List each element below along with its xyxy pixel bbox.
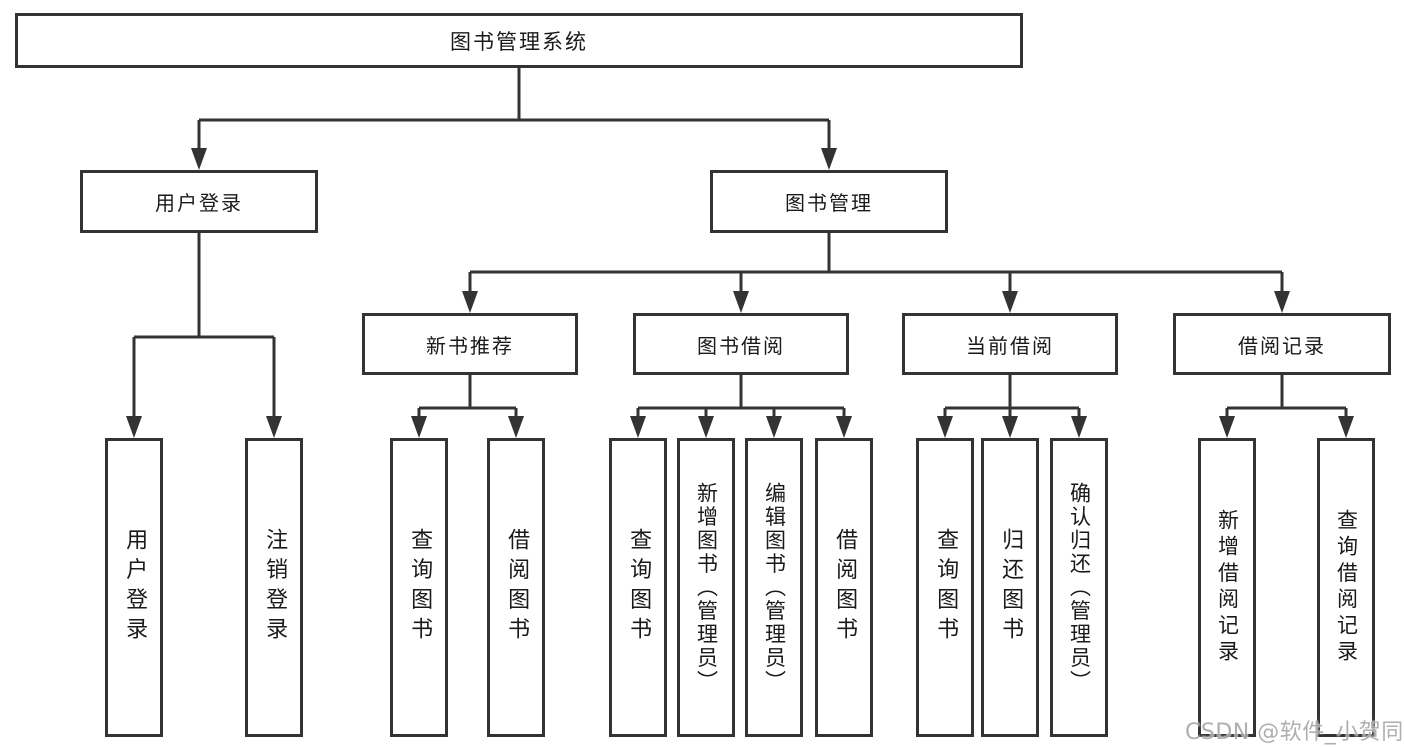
connector-user-login-branch (126, 233, 282, 438)
node-borrow-records-label: 借阅记录 (1238, 333, 1326, 358)
connector-root-branch (191, 68, 837, 170)
leaf-return-books: 归还图书 (981, 438, 1039, 737)
leaf-user-login: 用户登录 (105, 438, 163, 737)
node-current-borrow-label: 当前借阅 (966, 333, 1054, 358)
leaf-borrow-books-recommend: 借阅图书 (487, 438, 545, 737)
leaf-confirm-return-admin-label: 确认归还（管理员） (1067, 481, 1092, 694)
node-user-login: 用户登录 (80, 170, 318, 233)
leaf-borrow-books-borrow-label: 借阅图书 (832, 528, 858, 647)
connector-borrow-records-branch (1219, 375, 1354, 438)
connector-new-book-branch (411, 375, 524, 438)
leaf-borrow-books-borrow: 借阅图书 (815, 438, 873, 737)
connector-current-borrow-branch (937, 375, 1087, 438)
leaf-add-borrow-record: 新增借阅记录 (1198, 438, 1256, 737)
leaf-query-borrow-record: 查询借阅记录 (1317, 438, 1375, 737)
node-book-management-label: 图书管理 (785, 191, 873, 215)
leaf-add-books-admin-label: 新增图书（管理员） (694, 481, 719, 694)
node-user-login-label: 用户登录 (155, 191, 243, 215)
leaf-query-books-recommend: 查询图书 (390, 438, 448, 737)
leaf-logout-label: 注销登录 (262, 528, 288, 647)
leaf-edit-books-admin: 编辑图书（管理员） (745, 438, 803, 737)
node-root: 图书管理系统 (15, 13, 1023, 68)
leaf-query-books-borrow: 查询图书 (609, 438, 667, 737)
leaf-borrow-books-recommend-label: 借阅图书 (504, 528, 530, 647)
node-new-book-recommend: 新书推荐 (362, 313, 578, 375)
node-book-management: 图书管理 (710, 170, 948, 233)
node-borrow-records: 借阅记录 (1173, 313, 1391, 375)
leaf-add-books-admin: 新增图书（管理员） (677, 438, 735, 737)
watermark: CSDN @软件_小贺同学 (1185, 720, 1405, 745)
leaf-add-borrow-record-label: 新增借阅记录 (1215, 508, 1240, 667)
node-root-label: 图书管理系统 (450, 29, 588, 54)
leaf-edit-books-admin-label: 编辑图书（管理员） (762, 481, 787, 694)
leaf-query-borrow-record-label: 查询借阅记录 (1334, 508, 1359, 667)
node-current-borrow: 当前借阅 (902, 313, 1118, 375)
connector-book-management-branch (462, 233, 1290, 313)
leaf-return-books-label: 归还图书 (998, 528, 1024, 647)
leaf-query-books-current-label: 查询图书 (933, 528, 959, 647)
node-new-book-recommend-label: 新书推荐 (426, 333, 514, 358)
node-book-borrow-label: 图书借阅 (697, 333, 785, 358)
leaf-logout: 注销登录 (245, 438, 303, 737)
leaf-query-books-borrow-label: 查询图书 (626, 528, 652, 647)
leaf-user-login-label: 用户登录 (122, 528, 148, 647)
connector-book-borrow-branch (630, 375, 852, 438)
leaf-query-books-current: 查询图书 (916, 438, 974, 737)
leaf-confirm-return-admin: 确认归还（管理员） (1050, 438, 1108, 737)
leaf-query-books-recommend-label: 查询图书 (407, 528, 433, 647)
node-book-borrow: 图书借阅 (633, 313, 849, 375)
